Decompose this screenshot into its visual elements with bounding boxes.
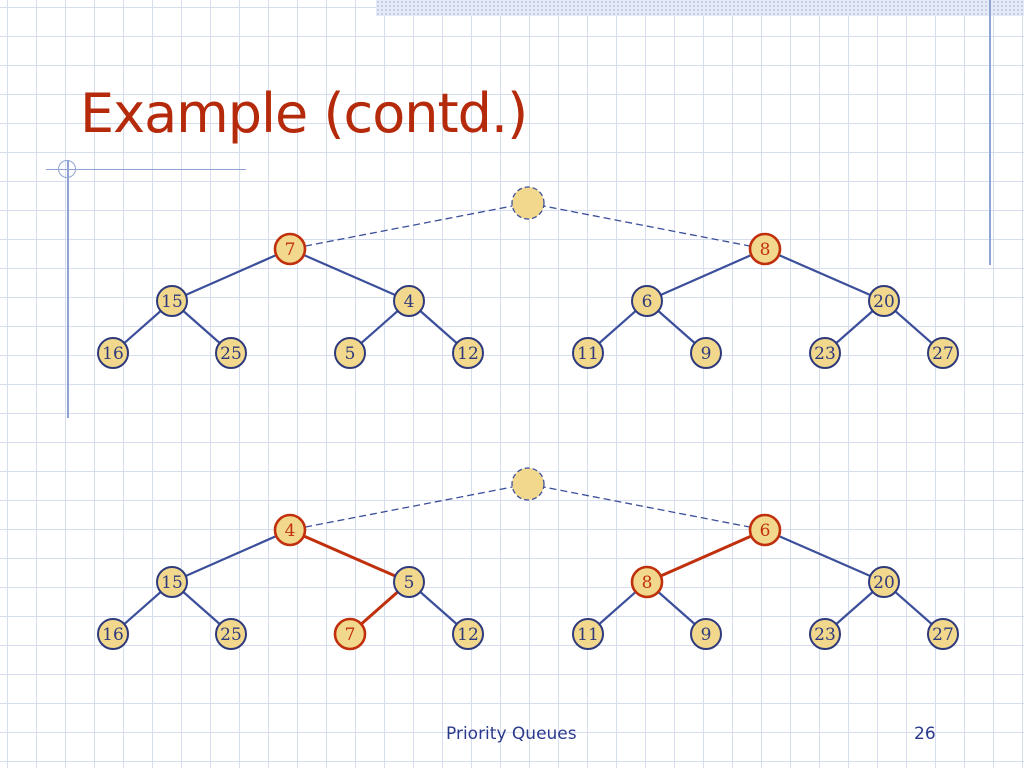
tree-edge <box>289 202 529 250</box>
heap-node <box>393 285 425 317</box>
heap-node-label: 15 <box>161 573 183 593</box>
heap-node <box>748 232 782 266</box>
tree-edge <box>289 528 410 584</box>
top-decorative-band <box>376 0 1024 16</box>
tree-edge <box>764 247 885 303</box>
heap-node <box>333 617 367 651</box>
heap-node <box>631 285 663 317</box>
tree-edge <box>289 483 529 531</box>
heap-node <box>273 513 307 547</box>
empty-root-node <box>511 186 545 220</box>
heap-node-label: 27 <box>932 625 954 645</box>
heap-node <box>690 337 722 369</box>
heap-node <box>215 618 247 650</box>
heap-node-label: 20 <box>873 573 895 593</box>
heap-node <box>393 566 425 598</box>
heap-node-label: 12 <box>457 344 479 364</box>
after-heap: 4 6 15 5 8 20 16 25 7 12 11 9 23 27 <box>97 467 959 651</box>
heap-node-label: 12 <box>457 625 479 645</box>
heap-node <box>927 337 959 369</box>
heap-node <box>97 337 129 369</box>
heap-node <box>273 232 307 266</box>
slide-title: Example (contd.) <box>80 82 528 145</box>
heap-node-label: 7 <box>345 625 356 645</box>
heap-node <box>156 566 188 598</box>
heap-node <box>572 337 604 369</box>
tree-edge <box>289 247 410 303</box>
heap-node-label: 7 <box>285 240 296 260</box>
left-decorative-rule <box>67 160 69 418</box>
heap-node <box>334 337 366 369</box>
heap-node-label: 8 <box>760 240 771 260</box>
heap-node <box>215 337 247 369</box>
right-decorative-rule <box>989 0 991 265</box>
heap-node-label: 5 <box>345 344 356 364</box>
heap-node-label: 20 <box>873 292 895 312</box>
heap-node-label: 11 <box>577 625 599 645</box>
heap-node-label: 15 <box>161 292 183 312</box>
heap-node <box>927 618 959 650</box>
tree-edge <box>646 528 766 584</box>
heap-node-label: 9 <box>701 625 712 645</box>
heap-node-label: 8 <box>642 573 653 593</box>
heap-node <box>452 618 484 650</box>
heap-node <box>452 337 484 369</box>
heap-node-label: 23 <box>814 344 836 364</box>
title-underline-rule <box>46 169 246 170</box>
heap-node-label: 25 <box>220 625 242 645</box>
heap-node <box>690 618 722 650</box>
title-ring-ornament <box>58 160 76 178</box>
heap-node-label: 6 <box>642 292 653 312</box>
heap-node-label: 5 <box>404 573 415 593</box>
heap-node <box>97 618 129 650</box>
heap-node-label: 6 <box>760 521 771 541</box>
footer-title: Priority Queues <box>446 724 577 744</box>
heap-node-label: 23 <box>814 625 836 645</box>
heap-node <box>630 565 664 599</box>
heap-node-label: 16 <box>102 625 124 645</box>
tree-edge <box>171 528 291 584</box>
heap-node-label: 9 <box>701 344 712 364</box>
before-heap: 7 8 15 4 6 20 16 25 5 12 11 9 23 27 <box>97 186 959 369</box>
tree-edge <box>646 247 766 303</box>
heap-node-label: 16 <box>102 344 124 364</box>
empty-root-node <box>511 467 545 501</box>
heap-node <box>572 618 604 650</box>
page-number: 26 <box>914 724 936 744</box>
heap-node-label: 4 <box>285 521 296 541</box>
heap-node-label: 4 <box>404 292 415 312</box>
heap-node <box>868 285 900 317</box>
heap-node <box>809 618 841 650</box>
tree-edge <box>171 247 291 303</box>
heap-node <box>748 513 782 547</box>
heap-node <box>156 285 188 317</box>
tree-edge <box>527 202 766 250</box>
heap-node-label: 11 <box>577 344 599 364</box>
heap-node-label: 25 <box>220 344 242 364</box>
tree-edge <box>527 483 766 531</box>
heap-node <box>809 337 841 369</box>
heap-node <box>868 566 900 598</box>
heap-node-label: 27 <box>932 344 954 364</box>
tree-edge <box>764 528 885 584</box>
